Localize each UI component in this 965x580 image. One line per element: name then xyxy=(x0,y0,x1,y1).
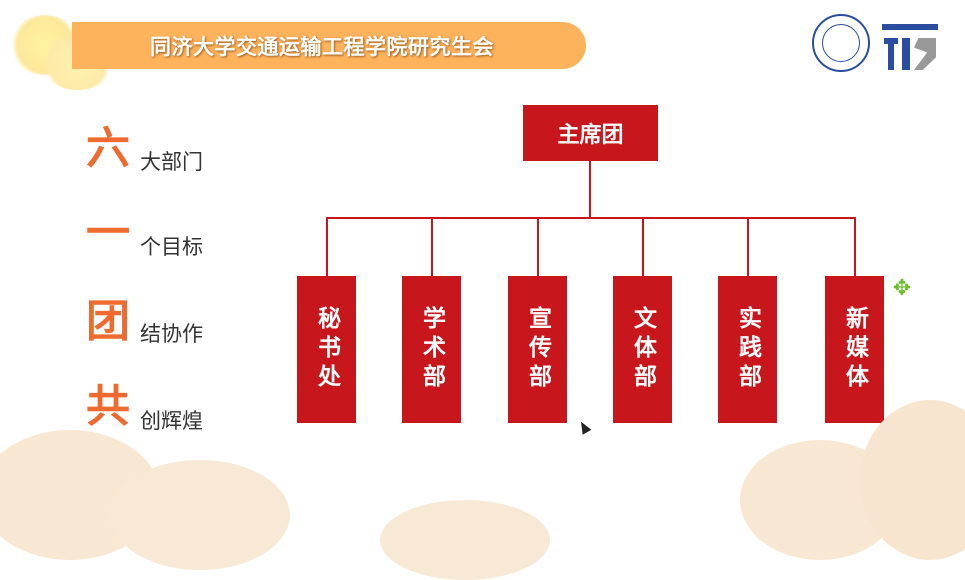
connector-line xyxy=(431,217,433,276)
dept-box-new-media: 新媒体 xyxy=(825,276,884,423)
slogan-text: 结协作 xyxy=(140,322,203,346)
dept-box-publicity: 宣传部 xyxy=(508,276,567,423)
connector-line xyxy=(747,217,749,276)
slogan-text: 大部门 xyxy=(140,150,203,174)
move-cursor-icon: ✥ xyxy=(892,276,912,301)
slogan-big-char: 团 xyxy=(86,296,130,347)
connector-line xyxy=(854,217,856,276)
dept-box-academic: 学术部 xyxy=(402,276,461,423)
connector-line xyxy=(326,217,328,276)
tongji-university-logo xyxy=(812,14,870,72)
connector-line xyxy=(589,161,591,219)
slogan-big-char: 一 xyxy=(86,207,130,258)
org-root-box: 主席团 xyxy=(523,105,658,161)
dept-box-culture-sports: 文体部 xyxy=(613,276,672,423)
page-title: 同济大学交通运输工程学院研究生会 xyxy=(150,35,494,59)
cloud-decoration xyxy=(380,500,550,580)
cloud-decoration xyxy=(110,460,290,570)
dept-box-secretariat: 秘书处 xyxy=(297,276,356,423)
dept-box-practice: 实践部 xyxy=(718,276,777,423)
connector-line xyxy=(537,217,539,276)
connector-line xyxy=(642,217,644,276)
college-logo xyxy=(882,24,938,72)
pointer-cursor-icon xyxy=(576,419,592,435)
slogan-text: 创辉煌 xyxy=(140,409,203,433)
slogan-big-char: 共 xyxy=(86,381,130,432)
slogan-text: 个目标 xyxy=(140,235,203,259)
cloud-decoration xyxy=(860,400,965,560)
title-banner xyxy=(72,22,586,69)
slogan-big-char: 六 xyxy=(86,123,130,174)
connector-line xyxy=(326,217,856,219)
